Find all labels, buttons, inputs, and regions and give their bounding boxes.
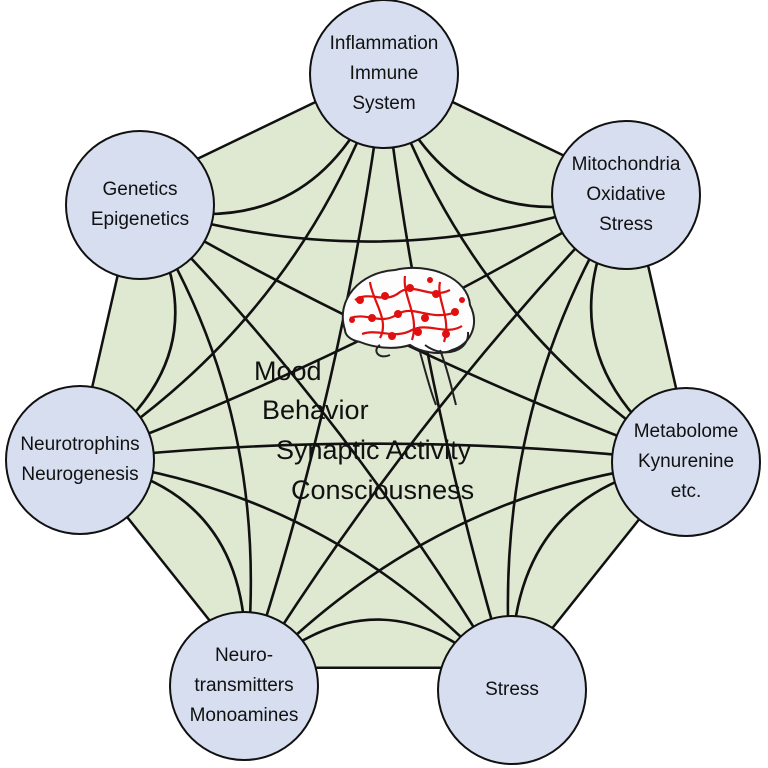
node-circles	[5, 0, 761, 765]
brain-icon	[341, 266, 475, 406]
node-label-line: etc.	[670, 481, 702, 502]
node-label-line: Stress	[599, 214, 653, 235]
node-label-line: Genetics	[102, 179, 178, 200]
node-label-line: Stress	[485, 679, 539, 700]
node-circle-neurotransmitters	[169, 611, 319, 761]
node-label-line: Mitochondria	[571, 154, 681, 175]
node-label-line: Epigenetics	[90, 209, 190, 230]
node-label-line: Neuro-	[214, 645, 274, 666]
node-circle-inflammation	[309, 0, 459, 149]
node-label-line: Oxidative	[586, 184, 666, 205]
node-circle-neurotrophins	[5, 385, 155, 535]
link-inflammation-neurotransmitters	[242, 73, 386, 687]
node-circle-mitochondria	[551, 120, 701, 270]
center-text-synaptic-activity: Synaptic Activity	[276, 435, 472, 465]
node-label-line: Monoamines	[189, 705, 299, 726]
link-metabolome-neurotrophins	[79, 442, 687, 464]
link-stress-genetics	[139, 204, 514, 691]
node-label-line: Neurotrophins	[20, 434, 140, 455]
node-label-line: Inflammation	[329, 33, 439, 54]
link-inflammation-stress	[382, 73, 514, 691]
node-circle-metabolome	[611, 387, 761, 537]
node-label-line: Metabolome	[633, 421, 739, 442]
node-label-line: Immune	[349, 63, 419, 84]
center-text-consciousness: Consciousness	[291, 475, 475, 505]
link-mitochondria-neurotransmitters	[242, 194, 627, 687]
center-text-behavior: Behavior	[262, 395, 369, 425]
node-label-line: Neurogenesis	[21, 464, 139, 485]
node-label-line: System	[352, 93, 416, 114]
node-circle-genetics	[65, 130, 215, 280]
center-text-mood: Mood	[254, 356, 322, 386]
node-label-line: Kynurenine	[637, 451, 735, 472]
node-label-line: transmitters	[194, 675, 294, 696]
node-label-stress: Stress	[437, 675, 587, 705]
node-circle-stress	[437, 615, 587, 765]
